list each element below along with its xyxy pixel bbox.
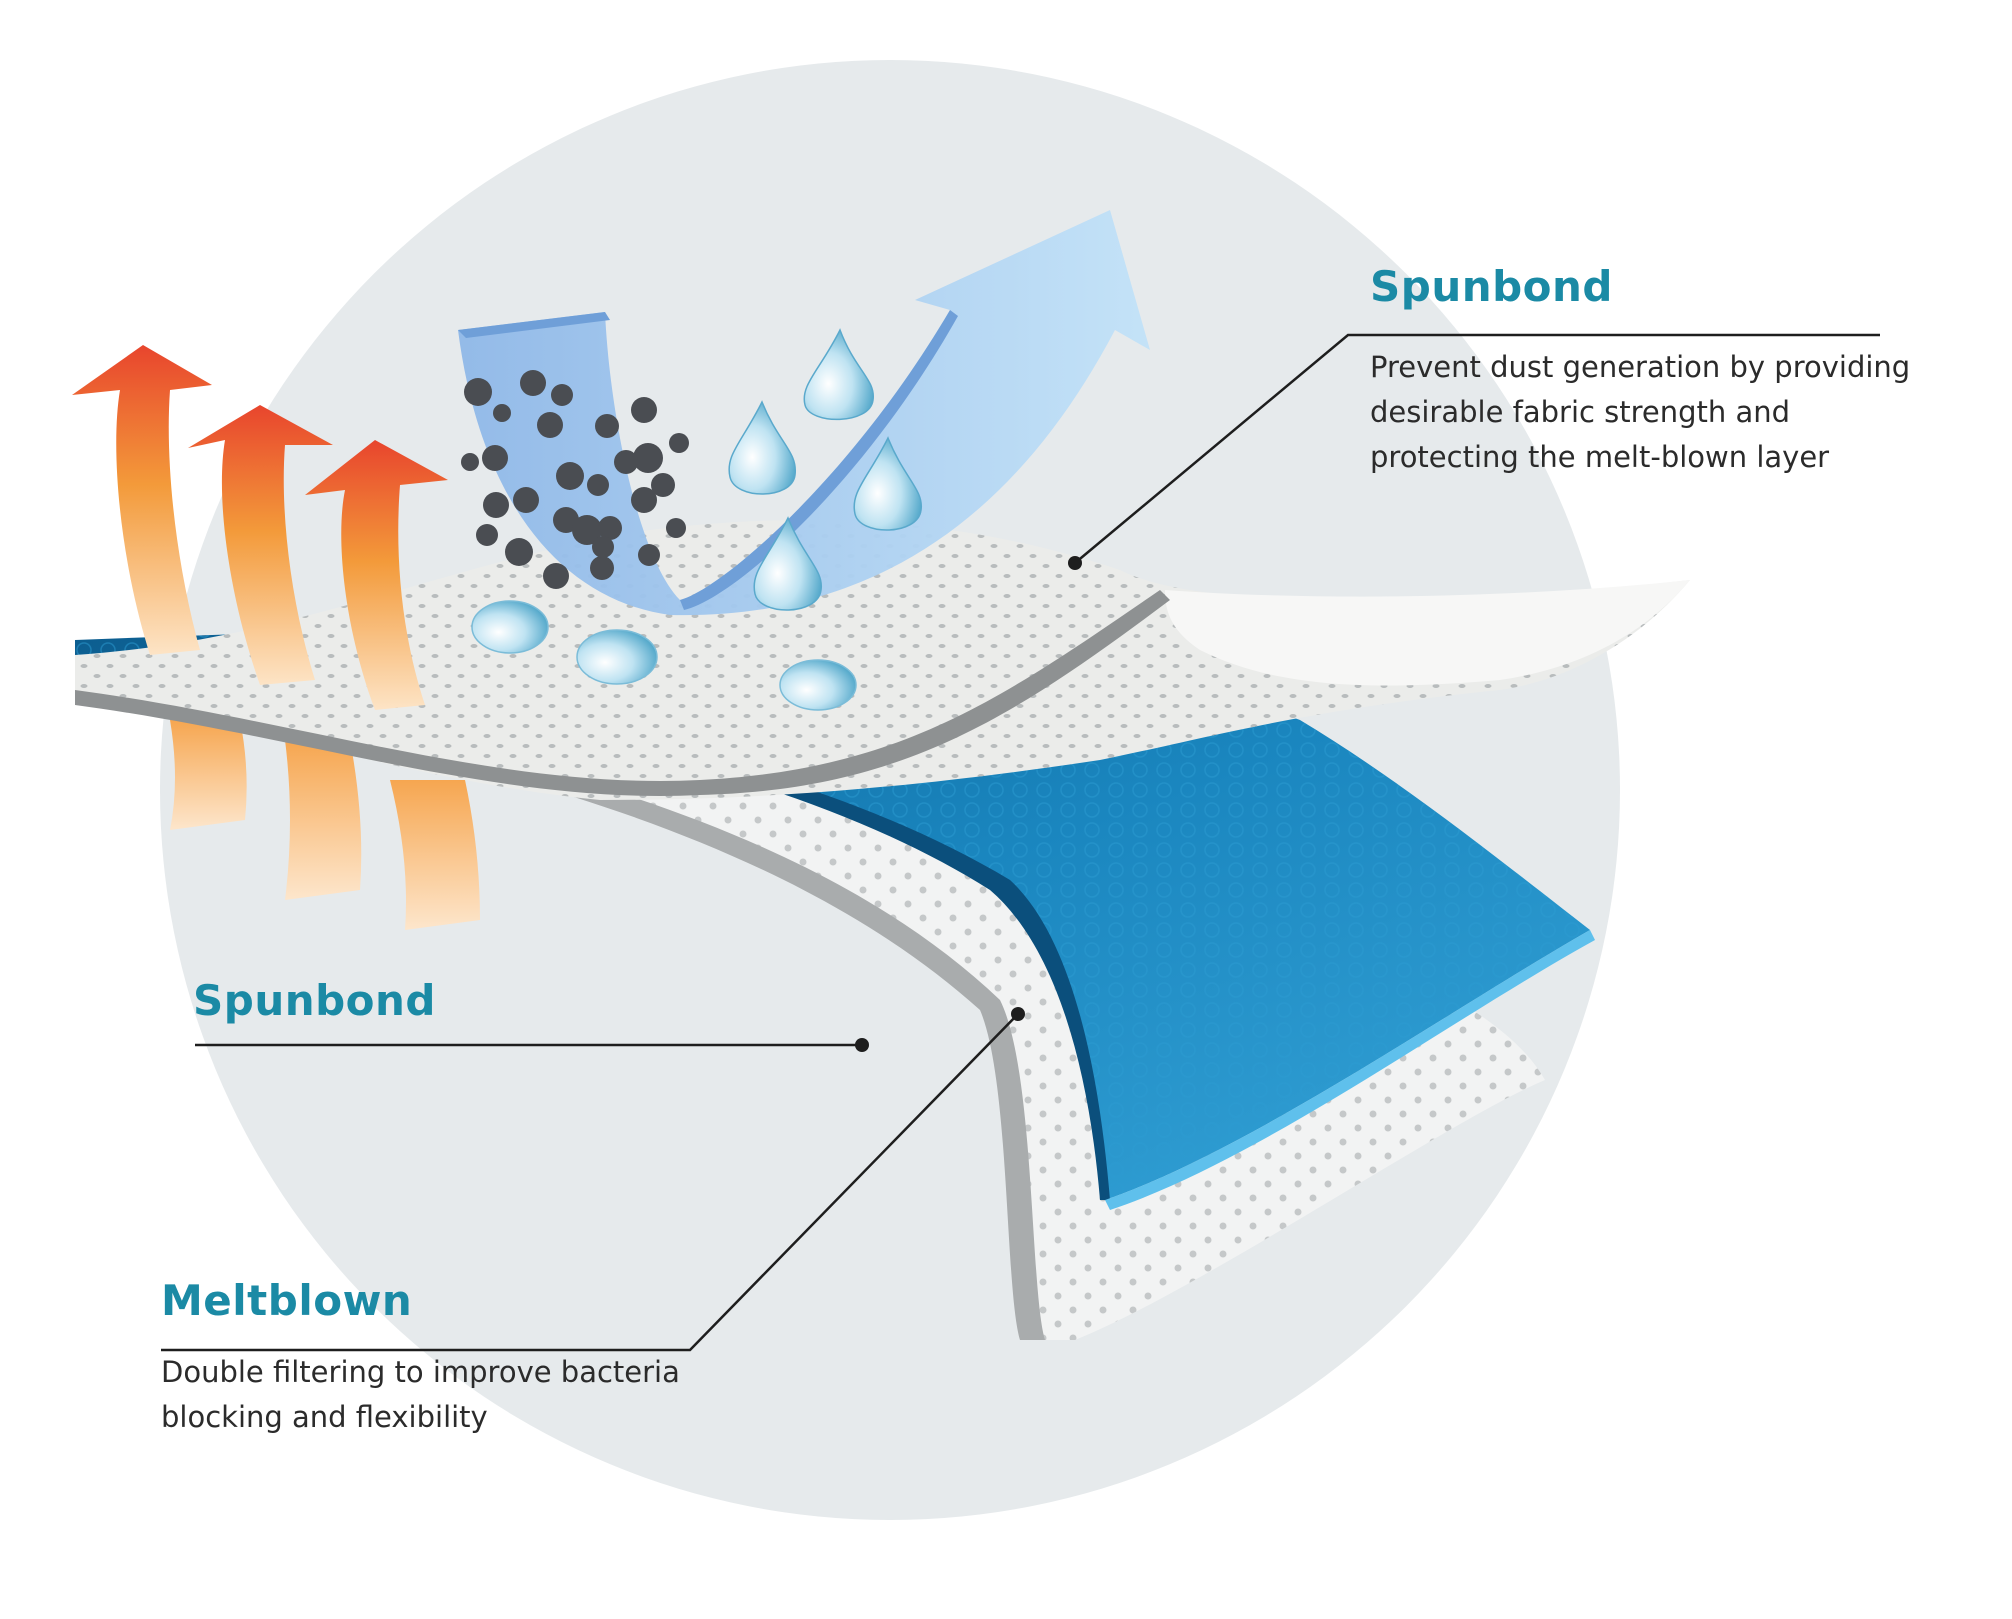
heat-arrows-upper <box>72 345 448 710</box>
leader-dots <box>855 556 1082 1052</box>
spunbond-top-title: Spunbond <box>1370 262 1613 311</box>
spunbond-top-description: Prevent dust generation by providing des… <box>1370 350 1911 474</box>
heat-arrows-lower <box>170 720 480 930</box>
meltblown-title: Meltblown <box>161 1276 413 1325</box>
water-drops <box>471 328 922 711</box>
meltblown-layer <box>75 627 1595 1210</box>
leader-lines <box>161 333 1880 1352</box>
spunbond-bottom-title: Spunbond <box>193 976 436 1025</box>
deflect-arrow <box>458 210 1150 616</box>
meltblown-description: Double filtering to improve bacteria blo… <box>161 1355 680 1434</box>
top-spunbond-layer <box>75 519 1690 800</box>
dust-particles <box>461 370 689 589</box>
